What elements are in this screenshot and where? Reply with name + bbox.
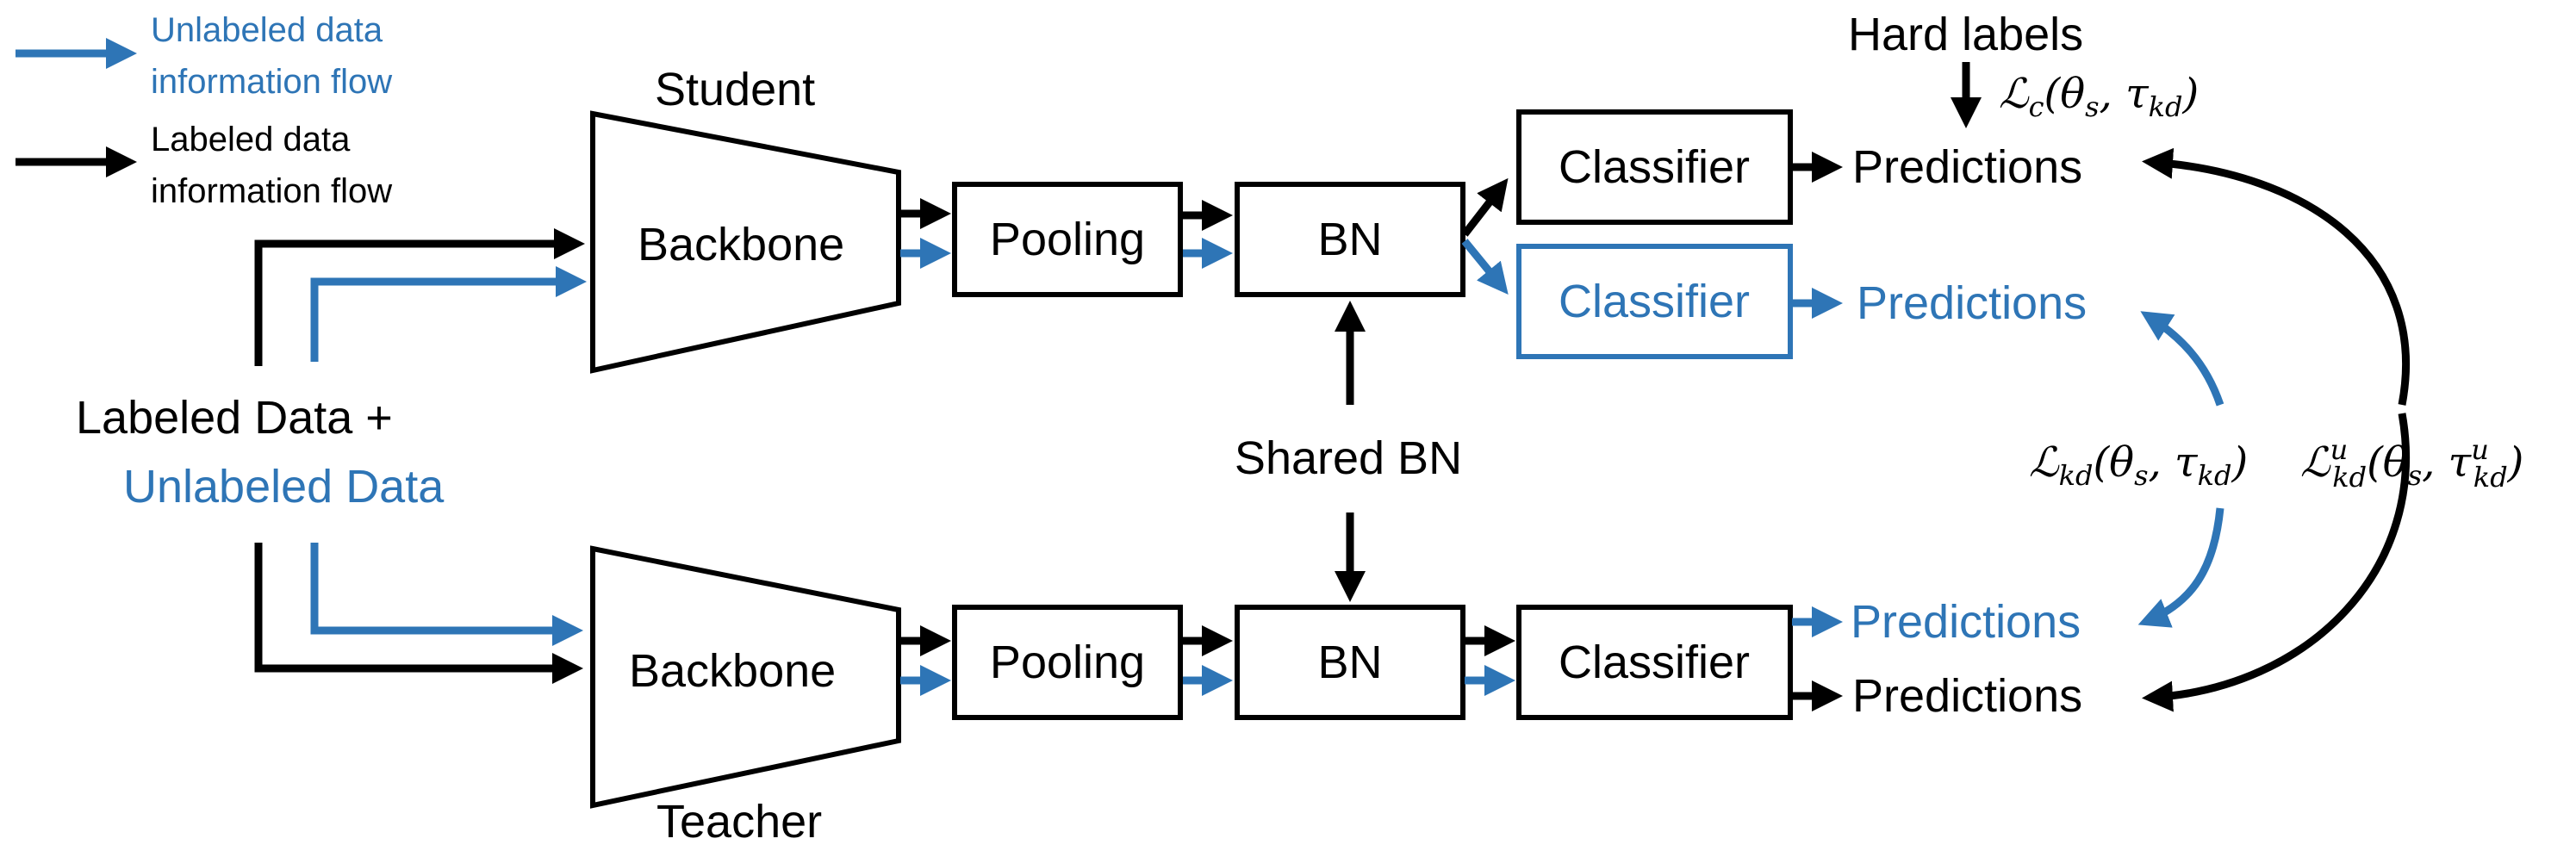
student-pooling [952, 182, 1183, 297]
input-labeled-to-teacher [254, 543, 583, 684]
legend-labeled-line1: Labeled data [151, 121, 351, 158]
input-labeled-to-student [254, 228, 585, 366]
student-bn-to-classifier-unlabeled [1461, 239, 1509, 295]
shared-bn-label: Shared BN [1235, 432, 1462, 484]
student-predictions-unlabeled: Predictions [1857, 277, 2087, 329]
teacher-pooling [952, 605, 1183, 720]
teacher-title: Teacher [656, 796, 822, 848]
student-predictions-labeled: Predictions [1852, 141, 2082, 193]
input-unlabeled-to-teacher [310, 543, 583, 646]
teacher-predictions-labeled: Predictions [1852, 670, 2082, 722]
input-unlabeled-to-student [310, 266, 587, 362]
teacher-backbone-label: Backbone [629, 645, 836, 697]
student-classifier-unlabeled-label: Classifier [1559, 276, 1750, 327]
hard-labels: Hard labels [1848, 9, 2083, 60]
kd-curve-to-teacher-unlabeled [2137, 507, 2224, 628]
teacher-pooling-label: Pooling [990, 637, 1145, 688]
student-bn [1235, 182, 1465, 297]
legend-unlabeled-line1: Unlabeled data [151, 11, 383, 49]
student-backbone [590, 110, 901, 374]
teacher-classifier-label: Classifier [1559, 637, 1750, 688]
loss-lc: ℒc(θs, τkd) [1999, 70, 2199, 123]
legend-unlabeled-line2: information flow [151, 63, 392, 101]
legend-labeled-line2: information flow [151, 172, 392, 210]
student-backbone-label: Backbone [638, 219, 844, 270]
student-classifier-labeled [1516, 109, 1793, 225]
student-bn-to-classifier-labeled [1461, 177, 1509, 237]
student-bn-label: BN [1317, 214, 1382, 265]
teacher-bn-label: BN [1317, 637, 1382, 688]
teacher-backbone [590, 545, 901, 809]
teacher-classifier [1516, 605, 1793, 720]
teacher-predictions-unlabeled: Predictions [1851, 596, 2081, 648]
kd-curve-to-student-unlabeled [2140, 311, 2224, 407]
student-title: Student [655, 64, 815, 115]
teacher-bn [1235, 605, 1465, 720]
legend: Unlabeled data information flow Labeled … [16, 11, 392, 210]
input-labeled-text: Labeled Data + [76, 392, 393, 444]
student-classifier-labeled-label: Classifier [1559, 141, 1750, 193]
kd-curve-to-student-labeled [2142, 147, 2410, 406]
student-pooling-label: Pooling [990, 214, 1145, 265]
kd-curve-to-teacher-labeled [2142, 413, 2410, 712]
loss-lkd: ℒkd(θs, τkd) [2029, 438, 2248, 492]
student-classifier-unlabeled [1516, 244, 1793, 359]
input-unlabeled-text: Unlabeled Data [123, 461, 445, 512]
